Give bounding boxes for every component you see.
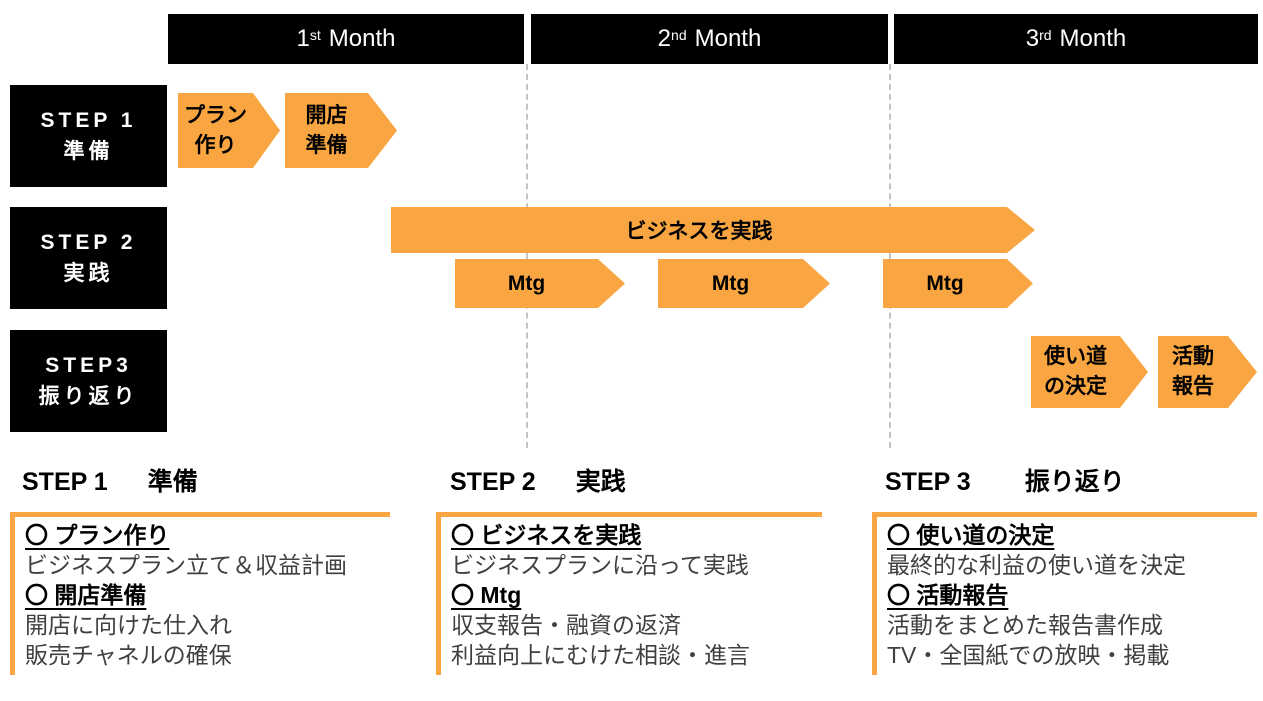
detail-title-label: STEP 3 [885,468,971,496]
arrow-shop-opening-prep: 開店 準備 [285,93,397,168]
month-ordinal: st [309,27,321,43]
step2-detail-title: STEP 2 実践 [450,462,626,498]
month-number: 2 [657,25,672,52]
arrow-label-line: 使い道 [1044,345,1107,368]
step-label: STEP 1 [40,109,137,132]
detail-line: TV・全国紙での放映・掲載 [887,642,1170,668]
detail-line: 開店に向けた仕入れ [25,612,232,638]
arrow-label-line: の決定 [1044,375,1107,398]
detail-line: 収支報告・融資の返済 [451,612,681,638]
detail-title-name: 準備 [147,468,198,496]
month-number: 3 [1025,25,1040,52]
arrow-mtg-1: Mtg [455,259,625,308]
detail-line: ビジネスプランに沿って実践 [451,552,749,578]
month-ordinal: rd [1039,27,1052,43]
arrow-label-line: 開店 [305,103,348,127]
detail-title-label: STEP 1 [22,468,108,496]
month-word: Month [1059,25,1127,52]
arrow-mtg-3: Mtg [883,259,1033,308]
step3-detail-box: 〇 使い道の決定 最終的な利益の使い道を決定 〇 活動報告 活動をまとめた報告書… [872,512,1257,675]
arrow-label: Mtg [926,271,964,295]
month-ordinal: nd [671,27,687,43]
step-label: STEP3 [45,354,132,377]
detail-title-name: 振り返り [1024,468,1125,496]
detail-title-name: 実践 [575,468,626,496]
month-word: Month [328,25,396,52]
detail-heading: 〇 プラン作り [25,522,170,548]
detail-title-label: STEP 2 [450,468,536,496]
month-word: Month [694,25,762,52]
step3-row-label: STEP3 振り返り [10,330,167,432]
arrow-mtg-2: Mtg [658,259,830,308]
arrow-label-line: プラン [184,103,247,127]
detail-heading: 〇 開店準備 [25,582,147,608]
detail-heading: 〇 活動報告 [887,582,1009,608]
bar-business-practice: ビジネスを実践 [391,207,1035,253]
step2-detail-box: 〇 ビジネスを実践 ビジネスプランに沿って実践 〇 Mtg 収支報告・融資の返済… [436,512,822,675]
arrow-label: Mtg [711,271,750,295]
arrow-label-line: 作り [194,133,237,157]
detail-line: 販売チャネルの確保 [25,642,232,668]
detail-line: 最終的な利益の使い道を決定 [887,552,1186,578]
arrow-label-line: 活動 [1172,345,1214,368]
month-number: 1 [296,25,310,52]
arrow-usage-decision: 使い道 の決定 [1031,336,1148,408]
step2-row-label: STEP 2 実践 [10,207,167,309]
arrow-plan-making: プラン 作り [178,93,280,168]
step3-detail-title: STEP 3 振り返り [885,462,1125,498]
detail-heading: 〇 使い道の決定 [887,522,1055,548]
arrow-label-line: 準備 [305,133,348,157]
step1-row-label: STEP 1 準備 [10,85,167,187]
detail-heading: 〇 ビジネスを実践 [451,522,642,548]
detail-line: ビジネスプラン立て＆収益計画 [25,552,347,578]
step-name: 実践 [63,262,114,285]
detail-heading: 〇 Mtg [451,582,522,608]
step-label: STEP 2 [40,231,137,254]
arrow-label-line: 報告 [1172,375,1214,398]
step-name: 準備 [63,140,114,163]
arrow-activity-report: 活動 報告 [1158,336,1257,408]
arrow-label: Mtg [507,271,546,295]
step-name: 振り返り [38,385,139,408]
detail-line: 利益向上にむけた相談・進言 [451,642,750,668]
month-divider-1 [526,64,528,448]
step1-detail-title: STEP 1 準備 [22,462,198,498]
step1-detail-box: 〇 プラン作り ビジネスプラン立て＆収益計画 〇 開店準備 開店に向けた仕入れ … [10,512,390,675]
detail-line: 活動をまとめた報告書作成 [887,612,1163,638]
month-divider-2 [889,64,891,448]
bar-label: ビジネスを実践 [625,220,773,243]
